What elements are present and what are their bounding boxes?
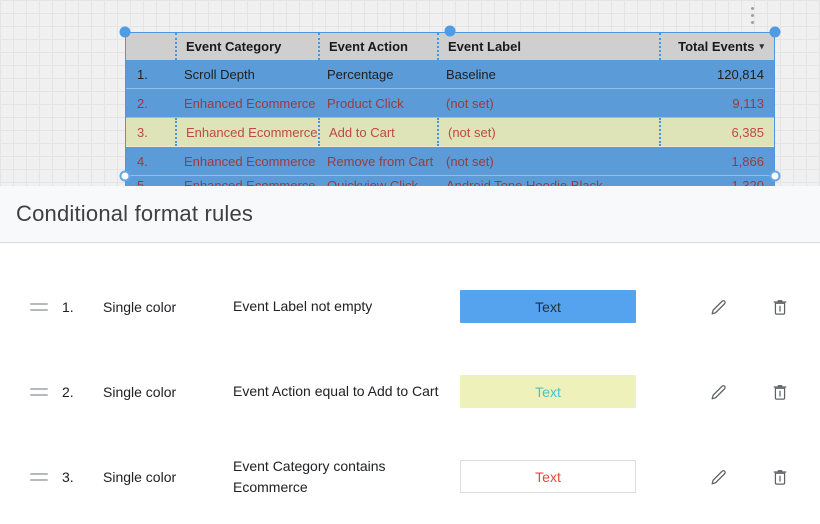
edit-rule-button[interactable] (707, 381, 729, 403)
table-row-clipped: 5. Enhanced Ecommerce Quickview Click An… (126, 176, 774, 186)
row-index: 5. (137, 178, 148, 186)
table-row: 1. Scroll Depth Percentage Baseline 120,… (126, 60, 774, 89)
row-index: 1. (137, 66, 148, 82)
cell-category: Enhanced Ecommerce (175, 118, 318, 146)
trash-icon (773, 299, 787, 315)
rule-color-swatch[interactable]: Text (460, 290, 636, 323)
cell-action: Product Click (327, 95, 404, 111)
format-rule-row: 1. Single color Event Label not empty Te… (0, 264, 820, 349)
drag-handle-icon[interactable] (30, 472, 48, 481)
column-header-index (126, 33, 175, 60)
events-table-widget[interactable]: Event Category Event Action Event Label … (125, 32, 775, 187)
column-header-total[interactable]: Total Events ▾ (659, 33, 774, 60)
rule-condition: Event Label not empty (233, 298, 373, 314)
column-header-label: Event Label (437, 33, 659, 60)
format-rule-row: 2. Single color Event Action equal to Ad… (0, 349, 820, 434)
swatch-label: Text (535, 298, 561, 315)
rule-type: Single color (103, 468, 177, 485)
pencil-icon (711, 384, 726, 399)
cell-category: Enhanced Ecommerce (184, 178, 316, 186)
cell-label: (not set) (446, 95, 494, 111)
selection-handle-top-center[interactable] (444, 25, 456, 37)
selection-handle-bottom-left[interactable] (119, 170, 131, 182)
cell-label: (not set) (446, 153, 494, 169)
drag-handle-icon[interactable] (30, 302, 48, 311)
swatch-label: Text (535, 383, 561, 400)
cell-action: Quickview Click (327, 178, 419, 186)
table-row: 4. Enhanced Ecommerce Remove from Cart (… (126, 147, 774, 176)
column-header-action: Event Action (318, 33, 437, 60)
selection-handle-bottom-right[interactable] (769, 170, 781, 182)
rule-color-swatch[interactable]: Text (460, 375, 636, 408)
cell-total: 120,814 (717, 66, 764, 82)
rule-condition: Event Category contains Ecommerce (233, 457, 386, 495)
delete-rule-button[interactable] (769, 466, 791, 488)
cell-total: 1,866 (731, 153, 764, 169)
cell-total: 6,385 (659, 118, 774, 146)
report-canvas[interactable]: Event Category Event Action Event Label … (0, 0, 820, 187)
rule-type: Single color (103, 298, 177, 315)
cell-category: Scroll Depth (184, 66, 255, 82)
panel-title: Conditional format rules (16, 201, 254, 226)
cell-total: 9,113 (732, 95, 764, 111)
cell-category: Enhanced Ecommerce (184, 153, 316, 169)
cell-action: Remove from Cart (327, 153, 434, 169)
cell-total: 1,320 (731, 178, 764, 186)
panel-header: Conditional format rules (0, 186, 820, 243)
table-header-row: Event Category Event Action Event Label … (126, 33, 774, 60)
rule-type: Single color (103, 383, 177, 400)
pencil-icon (711, 469, 726, 484)
drag-handle-icon[interactable] (30, 387, 48, 396)
delete-rule-button[interactable] (769, 381, 791, 403)
delete-rule-button[interactable] (769, 296, 791, 318)
cell-label: Baseline (446, 66, 496, 82)
trash-icon (773, 384, 787, 400)
row-index: 4. (137, 153, 148, 169)
rule-number: 1. (62, 298, 74, 315)
row-index: 3. (137, 124, 148, 140)
column-header-category: Event Category (175, 33, 318, 60)
format-rule-row: 3. Single color Event Category contains … (0, 434, 820, 519)
table-row: 2. Enhanced Ecommerce Product Click (not… (126, 89, 774, 118)
swatch-label: Text (535, 468, 561, 485)
kebab-menu-icon[interactable] (748, 7, 756, 24)
edit-rule-button[interactable] (707, 466, 729, 488)
edit-rule-button[interactable] (707, 296, 729, 318)
column-header-total-label: Total Events (678, 39, 755, 54)
selection-handle-top-right[interactable] (769, 26, 781, 38)
rule-number: 3. (62, 468, 74, 485)
sort-descending-icon: ▾ (759, 41, 764, 51)
cell-label: (not set) (437, 118, 659, 146)
cell-label: Android Tone Hoodie Black (446, 178, 603, 186)
conditional-format-panel: Conditional format rules 1. Single color… (0, 186, 820, 524)
table-row-highlighted: 3. Enhanced Ecommerce Add to Cart (not s… (126, 118, 774, 147)
cell-action: Add to Cart (318, 118, 437, 146)
rule-number: 2. (62, 383, 74, 400)
row-index: 2. (137, 95, 148, 111)
pencil-icon (711, 299, 726, 314)
cell-category: Enhanced Ecommerce (184, 95, 316, 111)
rule-color-swatch[interactable]: Text (460, 460, 636, 493)
selection-handle-top-left[interactable] (119, 26, 131, 38)
trash-icon (773, 469, 787, 485)
cell-action: Percentage (327, 66, 394, 82)
rule-condition: Event Action equal to Add to Cart (233, 383, 439, 399)
